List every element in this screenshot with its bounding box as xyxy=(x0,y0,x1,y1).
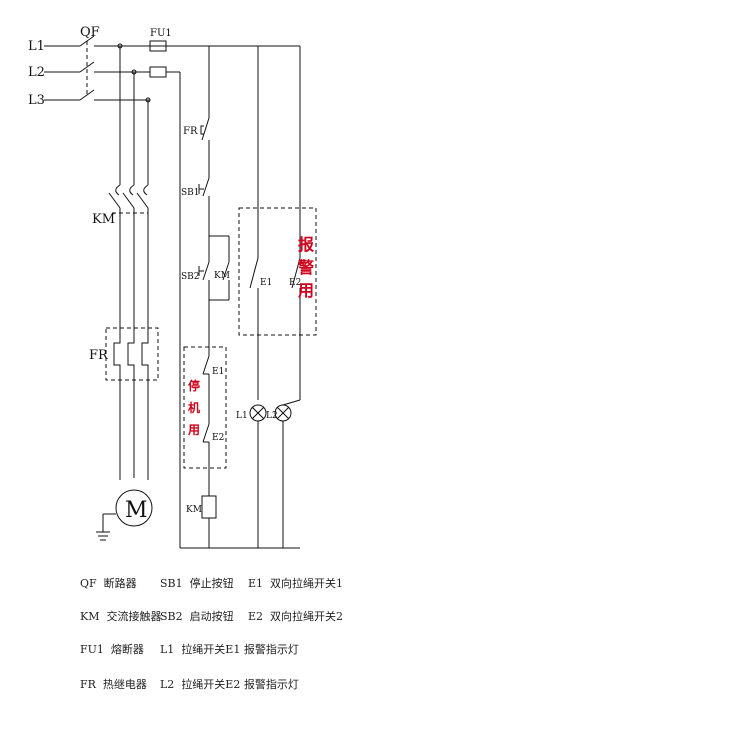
legend-code: KM xyxy=(80,610,100,623)
fuse-fu1 xyxy=(150,41,180,77)
legend-text: 启动按钮 xyxy=(189,610,234,623)
legend-code: FR xyxy=(80,678,96,691)
legend-fu1: FU1 熔断器 xyxy=(80,641,144,657)
legend-code: L2 xyxy=(160,678,175,691)
thermal-relay-fr xyxy=(106,328,158,480)
label-e1-stop: E1 xyxy=(212,367,224,377)
legend-text: 熔断器 xyxy=(110,643,144,656)
legend-code: QF xyxy=(80,577,97,590)
breaker-qf xyxy=(80,36,300,100)
legend-code: E2 xyxy=(248,610,264,623)
label-e2-stop: E2 xyxy=(212,433,224,443)
legend-text: 拉绳开关E2 报警指示灯 xyxy=(181,678,299,691)
label-e1-alarm: E1 xyxy=(260,278,272,288)
label-km-aux: KM xyxy=(214,271,230,281)
legend-text: 双向拉绳开关2 xyxy=(270,610,344,623)
legend-lamp-l2: L2 拉绳开关E2 报警指示灯 xyxy=(160,676,299,692)
stop-button-sb1 xyxy=(199,178,209,236)
lamp-l2 xyxy=(275,400,300,548)
legend-code: SB1 xyxy=(160,577,183,590)
km-coil xyxy=(202,496,216,548)
fr-nc-contact xyxy=(201,118,209,178)
legend-fr: FR 热继电器 xyxy=(80,676,147,692)
label-lamp-l2: L2 xyxy=(266,411,278,421)
stop-group-char-3: 用 xyxy=(187,423,200,437)
label-lamp-l1: L1 xyxy=(236,411,248,421)
label-fr-main: FR xyxy=(89,348,109,363)
label-km-coil: KM xyxy=(186,505,202,515)
label-km-main: KM xyxy=(92,212,115,227)
phase-conductors xyxy=(109,46,148,335)
legend-km: KM 交流接触器 xyxy=(80,608,161,624)
label-sb1: SB1 xyxy=(181,188,200,198)
legend-text: 热继电器 xyxy=(102,678,147,691)
legend-text: 拉绳开关E1 报警指示灯 xyxy=(181,643,299,656)
alarm-group-char-1: 报 xyxy=(298,235,314,254)
legend-code: L1 xyxy=(160,643,175,656)
label-e2-alarm: E2 xyxy=(289,278,301,288)
legend-text: 交流接触器 xyxy=(106,610,162,623)
motor xyxy=(116,490,152,526)
legend-code: SB2 xyxy=(160,610,183,623)
legend-code: E1 xyxy=(248,577,264,590)
supply-lines xyxy=(44,46,80,100)
stop-group-char-1: 停 xyxy=(188,378,200,393)
legend-e2: E2 双向拉绳开关2 xyxy=(248,608,343,624)
label-fu1: FU1 xyxy=(150,28,172,39)
legend-qf: QF 断路器 xyxy=(80,575,137,591)
alarm-group-char-2: 警 xyxy=(297,258,314,277)
label-sb2: SB2 xyxy=(181,272,200,282)
ground-icon xyxy=(96,514,116,540)
legend-lamp-l1: L1 拉绳开关E1 报警指示灯 xyxy=(160,641,299,657)
legend-e1: E1 双向拉绳开关1 xyxy=(248,575,343,591)
label-l1: L1 xyxy=(28,39,45,54)
legend-code: FU1 xyxy=(80,643,104,656)
legend-text: 停止按钮 xyxy=(189,577,234,590)
stop-group-char-2: 机 xyxy=(188,400,200,415)
legend-text: 双向拉绳开关1 xyxy=(270,577,344,590)
legend-text: 断路器 xyxy=(103,577,137,590)
alarm-group-contacts xyxy=(239,208,316,400)
label-l2: L2 xyxy=(28,65,45,80)
start-button-sb2 xyxy=(199,236,229,356)
stop-group-contacts xyxy=(184,347,226,496)
label-l3: L3 xyxy=(28,93,45,108)
label-motor: M xyxy=(125,498,148,523)
label-fr-ctrl: FR xyxy=(183,126,198,137)
label-qf: QF xyxy=(80,25,100,40)
lamp-l1 xyxy=(250,405,266,548)
legend-sb2: SB2 启动按钮 xyxy=(160,608,234,624)
control-wiring xyxy=(180,46,300,548)
alarm-group-char-3: 用 xyxy=(298,281,314,300)
legend-sb1: SB1 停止按钮 xyxy=(160,575,234,591)
